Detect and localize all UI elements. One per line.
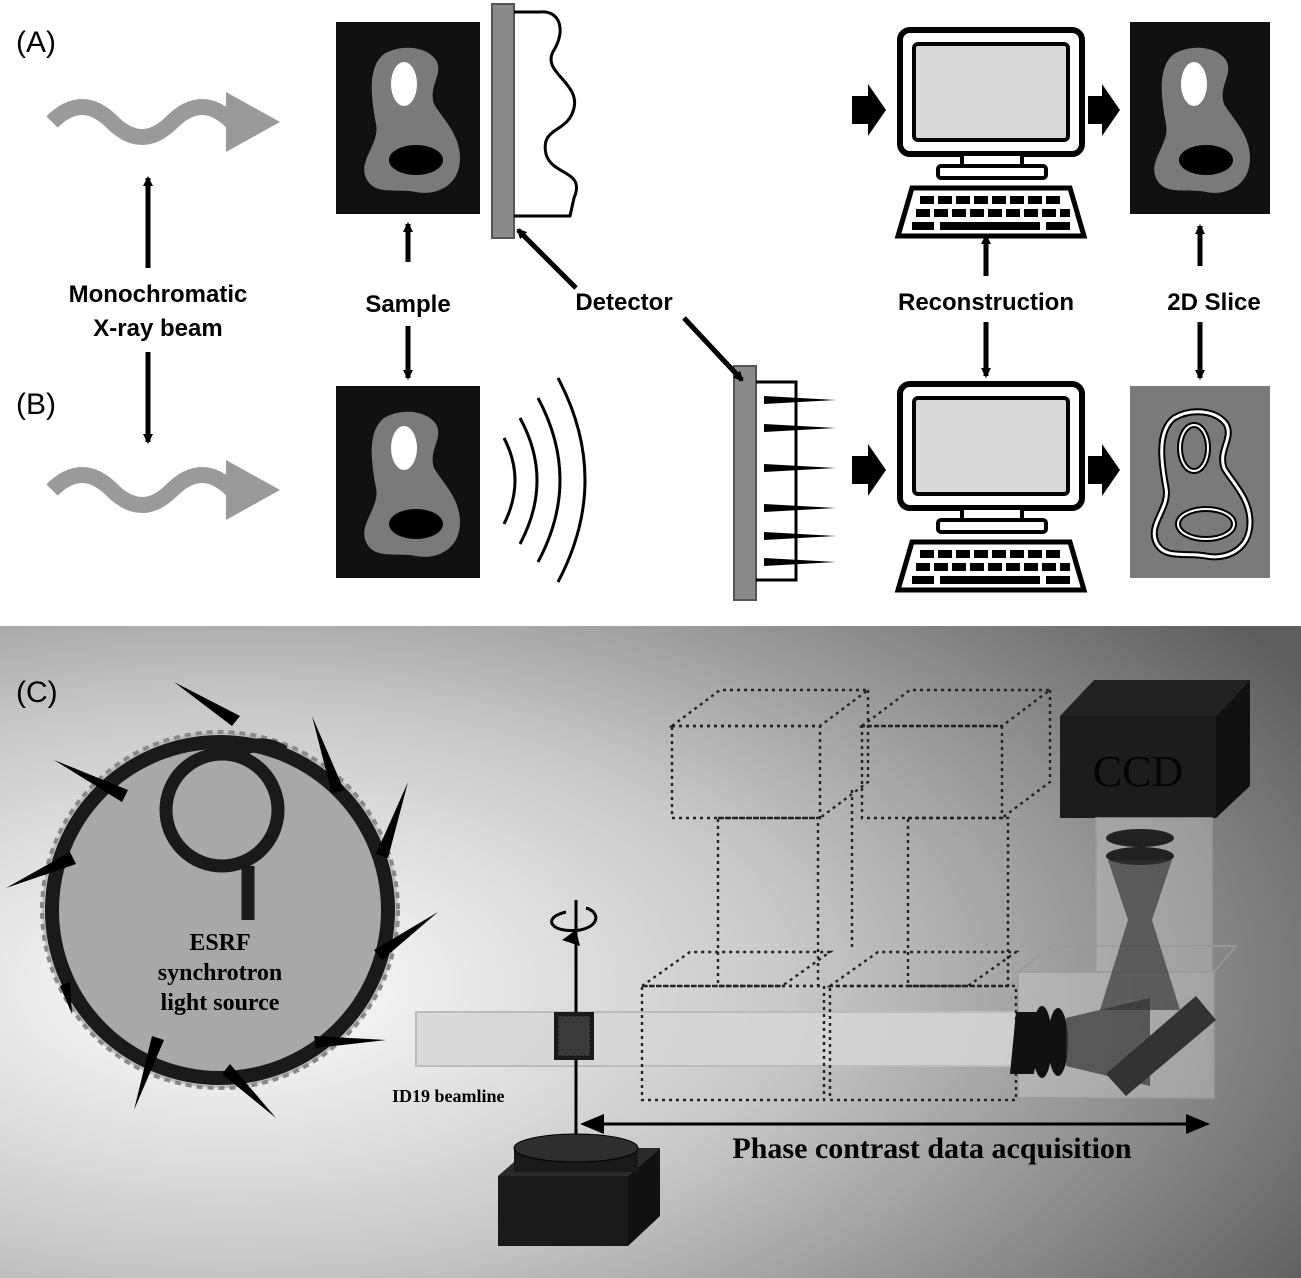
- beam-arrow-a: [46, 92, 280, 152]
- sample-image-a: [336, 22, 480, 214]
- beam-tube: [415, 1011, 1017, 1067]
- rotation-stage: [498, 900, 660, 1246]
- slice-label: 2D Slice: [1167, 289, 1260, 316]
- beamline-label: ID19 beamline: [392, 1086, 505, 1106]
- panel-b-label: (B): [16, 388, 56, 421]
- ccd-camera: [1060, 680, 1250, 818]
- synchrotron-ring: [40, 730, 400, 1090]
- slice-image-b: [1130, 386, 1270, 578]
- arrow-to-computer-b: [852, 444, 886, 496]
- beam-label-line1: Monochromatic: [69, 281, 248, 308]
- panel-a-label: (A): [16, 26, 56, 59]
- detector-arrow-b: [682, 316, 744, 382]
- acquisition-label: Phase contrast data acquisition: [732, 1132, 1132, 1165]
- computer-a: [898, 30, 1084, 236]
- camera-optics: [1010, 817, 1238, 1099]
- sample-image-b: [336, 386, 480, 578]
- computer-b: [898, 384, 1084, 590]
- source-label-line2: synchrotron: [158, 960, 282, 986]
- detector-arrow-a: [516, 228, 578, 290]
- optics-blocks: [638, 688, 1054, 1102]
- arrow-to-slice-a: [1088, 84, 1120, 136]
- beam-arrow-b: [46, 460, 280, 520]
- acquisition-arrow: [580, 1114, 1210, 1134]
- slice-image-a: [1130, 22, 1270, 214]
- phase-wavefronts: [502, 377, 587, 583]
- detector-label: Detector: [575, 289, 672, 316]
- arrow-to-computer-a: [852, 84, 886, 136]
- detector-a: [491, 3, 578, 239]
- reconstruction-label: Reconstruction: [898, 289, 1074, 316]
- arrow-to-slice-b: [1088, 444, 1120, 496]
- panel-c-label: (C): [16, 676, 58, 709]
- source-label-line3: light source: [161, 990, 280, 1016]
- ccd-label: CCD: [1093, 747, 1183, 796]
- detector-b: [733, 365, 836, 601]
- sample-label: Sample: [365, 291, 450, 318]
- source-label-line1: ESRF: [189, 930, 250, 956]
- beam-label-line2: X-ray beam: [93, 315, 222, 342]
- beamline-spikes: [6, 682, 438, 1118]
